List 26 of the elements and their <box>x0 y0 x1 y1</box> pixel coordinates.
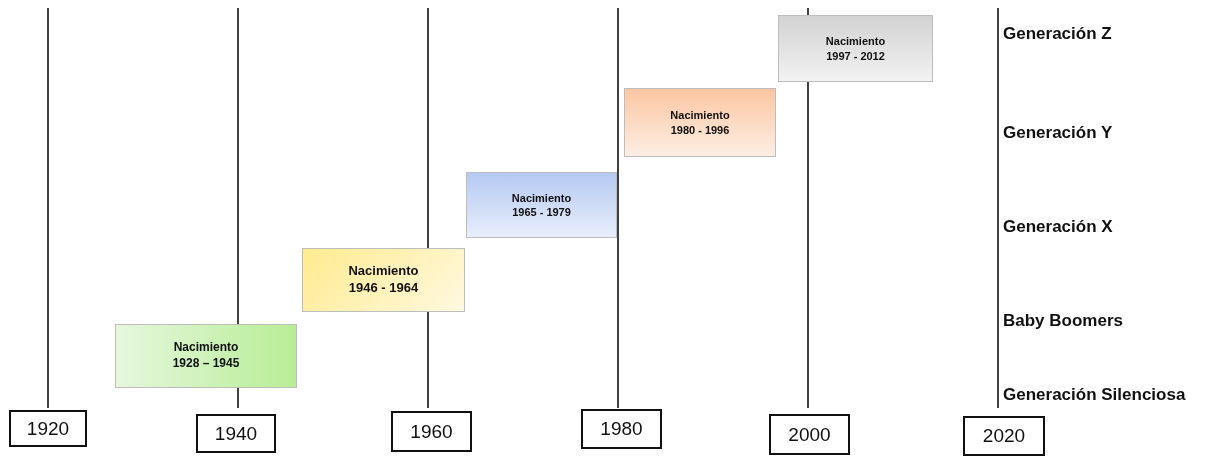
birth-range-box <box>778 15 933 82</box>
box-heading: Nacimiento <box>348 263 419 280</box>
birth-range-box <box>466 172 617 238</box>
year-box: 1960 <box>391 411 472 452</box>
year-box: 2000 <box>769 414 850 455</box>
year-box: 2020 <box>963 416 1045 456</box>
year-range: 1928 – 1945 <box>172 356 240 372</box>
generation-label: Generación X <box>1003 217 1113 237</box>
birth-range-box <box>624 88 776 157</box>
box-heading: Nacimiento <box>173 340 239 356</box>
box-heading: Nacimiento <box>511 190 572 205</box>
year-box: 1980 <box>581 409 662 449</box>
birth-range-box <box>302 248 465 312</box>
year-range: 1965 - 1979 <box>512 205 571 220</box>
year-range: 1980 - 1996 <box>670 122 730 137</box>
generation-label: Baby Boomers <box>1003 311 1123 331</box>
year-box: 1940 <box>196 414 276 453</box>
box-heading: Nacimiento <box>825 34 886 49</box>
generation-label: Generación Z <box>1003 24 1112 44</box>
birth-range-box <box>115 324 297 388</box>
year-range: 1997 - 2012 <box>826 48 885 63</box>
year-box: 1920 <box>9 410 87 447</box>
year-range: 1946 - 1964 <box>348 280 419 297</box>
generation-label: Generación Y <box>1003 123 1113 143</box>
generation-label: Generación Silenciosa <box>1003 385 1186 405</box>
box-heading: Nacimiento <box>670 108 730 123</box>
